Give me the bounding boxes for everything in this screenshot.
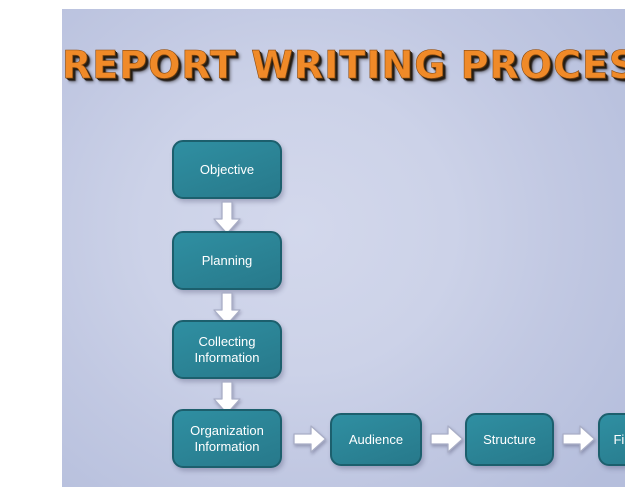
flow-box-planning-label: Planning (201, 252, 253, 268)
flow-box-objective[interactable]: Objective (172, 140, 282, 199)
flow-box-audience[interactable]: Audience (330, 413, 422, 466)
flow-box-collecting-information[interactable]: Collecting Information (172, 320, 282, 379)
label-line-1: Organization (190, 422, 264, 438)
arrow-right-audience-to-structure (430, 424, 464, 454)
flow-box-structure[interactable]: Structure (465, 413, 554, 466)
slide-canvas: REPORT WRITING PROCESS Objective Plannin… (62, 9, 625, 487)
flow-box-finishing-label: Finishing (613, 431, 625, 447)
flow-box-finishing[interactable]: Finishing (598, 413, 625, 466)
page-title: REPORT WRITING PROCESS (62, 43, 625, 87)
arrow-right-structure-to-finishing (562, 424, 596, 454)
flow-box-structure-label: Structure (483, 431, 536, 447)
arrow-down-collecting-to-organization (212, 381, 242, 415)
arrow-down-objective-to-planning (212, 201, 242, 235)
flow-box-collecting-information-label: Collecting Information (186, 334, 267, 366)
flow-box-audience-label: Audience (348, 431, 404, 447)
flow-box-organization-information-label: Organization Information (182, 423, 272, 455)
flow-box-planning[interactable]: Planning (172, 231, 282, 290)
arrow-down-planning-to-collecting (212, 292, 242, 326)
flow-box-objective-label: Objective (199, 161, 255, 177)
arrow-right-organization-to-audience (293, 424, 327, 454)
label-line-2: Information (194, 438, 260, 454)
label-line-2: Information (194, 349, 260, 365)
label-line-1: Collecting (198, 333, 256, 349)
flow-box-organization-information[interactable]: Organization Information (172, 409, 282, 468)
